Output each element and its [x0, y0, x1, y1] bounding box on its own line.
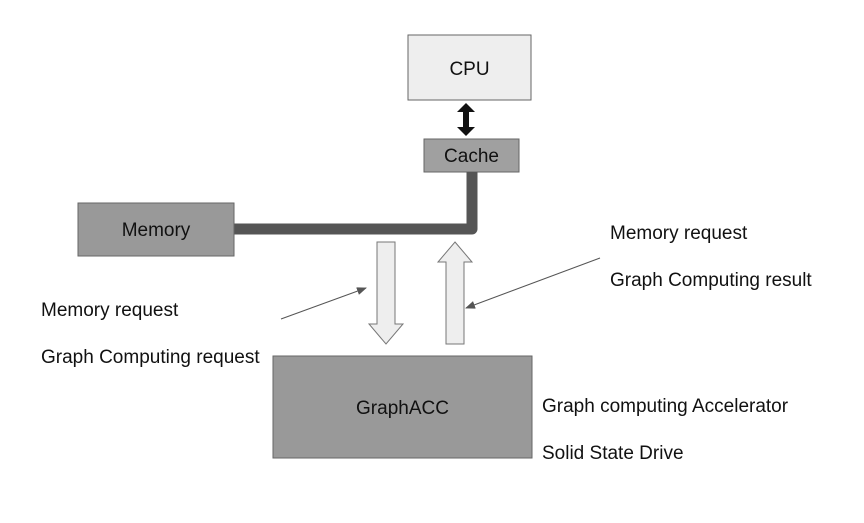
memory-label: Memory: [122, 220, 191, 241]
up-arrow: [436, 241, 474, 345]
right-pointer-line: [465, 257, 601, 309]
left-annotation-line2: Graph Computing request: [41, 347, 260, 368]
cache-node: Cache: [423, 138, 520, 173]
memory-box: [77, 202, 235, 257]
right-annotation-line2: Graph Computing result: [610, 270, 812, 291]
memory-bus-line: [234, 172, 478, 235]
cpu-box: [407, 34, 532, 101]
cache-label: Cache: [444, 146, 499, 167]
graphacc-annotation-line2: Solid State Drive: [542, 443, 684, 464]
right-annotation-line1: Memory request: [610, 223, 748, 244]
graphacc-node: GraphACC: [272, 355, 533, 459]
graphacc-annotation-line1: Graph computing Accelerator: [542, 396, 789, 417]
down-arrow: [367, 241, 405, 345]
cache-box: [423, 138, 520, 173]
left-annotation-line1: Memory request: [41, 300, 179, 321]
memory-node: Memory: [77, 202, 235, 257]
graphacc-label: GraphACC: [356, 398, 449, 419]
left-pointer-line: [280, 287, 367, 320]
cpu-cache-double-arrow: [457, 103, 475, 136]
cpu-label: CPU: [449, 59, 489, 80]
cpu-node: CPU: [407, 34, 532, 101]
graphacc-box: [272, 355, 533, 459]
